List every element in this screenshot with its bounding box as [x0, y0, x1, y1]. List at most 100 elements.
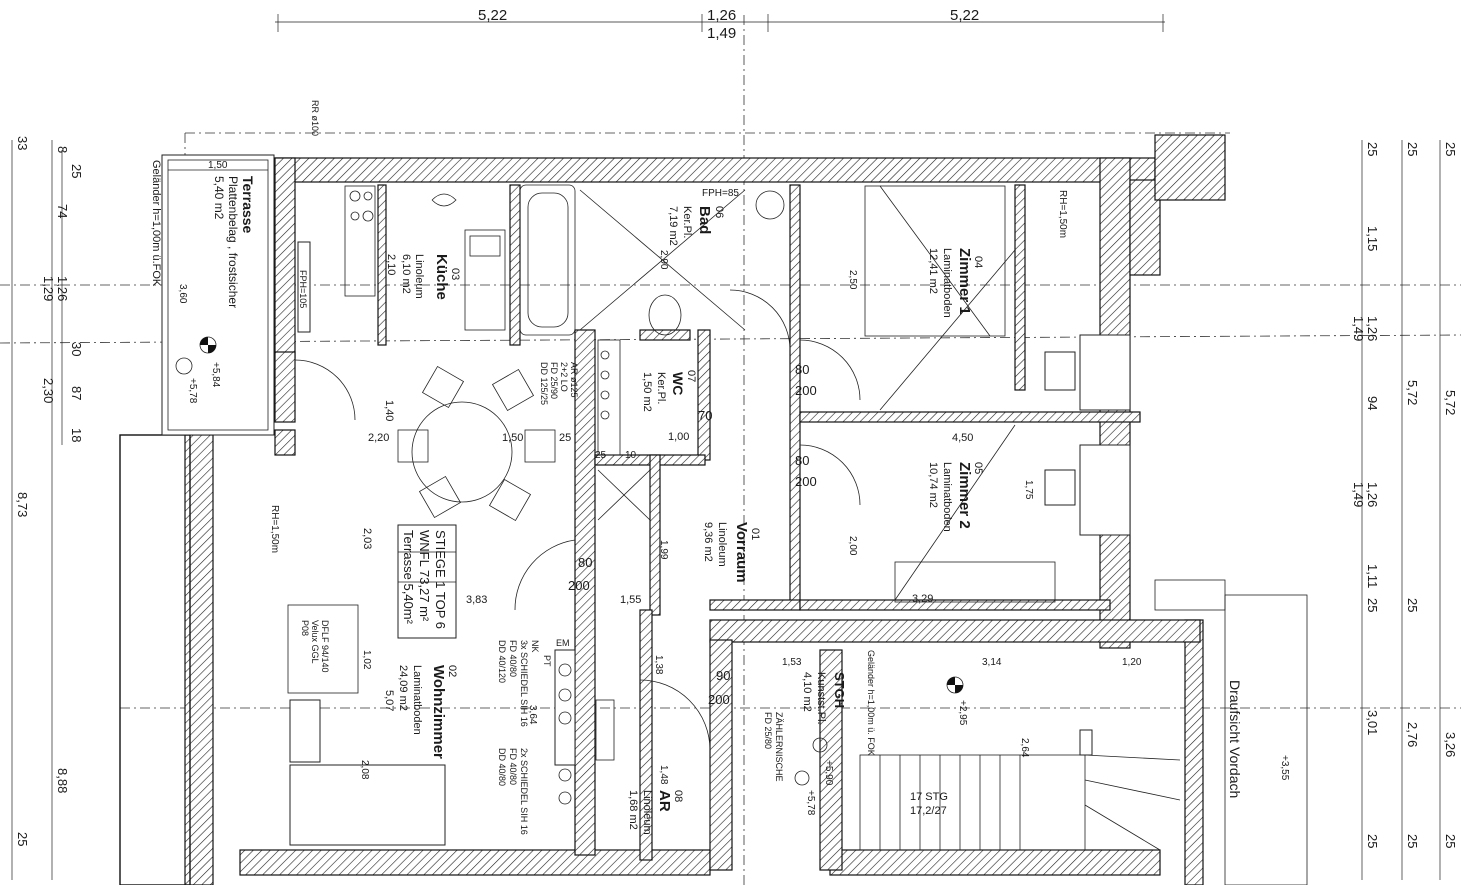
- dim-right-a-6: 1,49: [1351, 482, 1366, 507]
- kueche-title: Küche: [433, 254, 450, 300]
- d-138: 1,38: [653, 655, 664, 675]
- dflf-label: DFLF 94/140: [320, 620, 330, 673]
- left-dimension-chain: 33 8 25 74 1,26 1,29 30 2,30 87 18 8,73 …: [11, 136, 84, 880]
- room-vorraum: 01 Vorraum Linoleum 9,36 m2 1,99 1,00 70: [597, 408, 761, 583]
- d-220: 2,20: [368, 432, 389, 444]
- ar-title: AR: [656, 790, 673, 812]
- d-102: 1,02: [361, 650, 372, 670]
- draufsicht-label: Draufsicht Vordach: [1227, 680, 1243, 798]
- dim-right-a-0: 25: [1365, 142, 1380, 156]
- dim-left-9: 18: [69, 428, 84, 442]
- dim-left-5: 1,29: [41, 276, 56, 301]
- d-120: 1,20: [1122, 657, 1142, 668]
- gelaender-label: Geländer h=1,00m ü.FOK: [150, 160, 162, 287]
- door-z2-200: 200: [795, 474, 817, 489]
- ar-spec: AR ø125: [569, 362, 579, 398]
- dim-right-c-0: 25: [1443, 142, 1458, 156]
- room-wc: 07 WC Ker.Pl. 1,50 m2 AR ø125 2+2 LO FD …: [539, 339, 697, 456]
- terrasse-title: Terrasse: [240, 176, 256, 234]
- z1-mat: Laminatboden: [941, 248, 953, 318]
- bad-area: 7,19 m2: [667, 206, 679, 246]
- stgh-fd: FD 25/80: [763, 712, 773, 749]
- kitchen: 03 Küche Linoleum 6,10 m2 2,10 FPH=105: [297, 185, 506, 333]
- lvl-578: +5,78: [187, 378, 198, 404]
- kueche-no: 03: [449, 268, 461, 280]
- lvl-578b: +5,78: [805, 790, 816, 816]
- z1-no: 04: [972, 256, 984, 268]
- ar-mat: Linoleum: [641, 790, 653, 835]
- wz-area: 24,09 m2: [397, 665, 409, 711]
- ar-no: 08: [672, 790, 684, 802]
- d-450: 4,50: [952, 432, 973, 444]
- door-stgh-90: 90: [716, 668, 730, 683]
- d-203: 2,03: [361, 528, 373, 549]
- rh-label-2: RH=1,50m: [269, 505, 280, 553]
- d-200: 200: [568, 578, 590, 593]
- bathroom: 06 Bad Ker.Pl. 7,19 m2 FPH=85: [519, 184, 785, 336]
- wc-no: 07: [685, 370, 697, 382]
- nk6-label: FD 40/80: [508, 748, 518, 785]
- terr-area2-label: Terrasse 5,40m²: [401, 530, 416, 625]
- room-zimmer-2: 05 Zimmer 2 Laminatboden 10,74 m2 4,50 3…: [847, 424, 1131, 605]
- wc-mat: Ker.Pl.: [655, 372, 667, 404]
- dim-left-12: 25: [15, 832, 30, 846]
- fph105-label: FPH=105: [298, 270, 308, 308]
- room-wohnzimmer: STIEGE 1 TOP 6 WNFL 73,27 m² Terrasse 5,…: [269, 365, 641, 846]
- d-70: 70: [698, 408, 712, 423]
- ar-spec2: 2+2 LO: [559, 362, 569, 392]
- ar-spec3: FD 25/90: [549, 362, 559, 399]
- z1-area: 12,41 m2: [927, 248, 939, 294]
- d-155: 1,55: [620, 594, 641, 606]
- room-stiegenhaus: STGH Kunstst.Pl. 4,10 m2 Geländer h=1,00…: [763, 579, 1308, 885]
- dim-right-b-1: 5,72: [1405, 380, 1420, 405]
- d-100: 1,00: [668, 431, 689, 443]
- d-208: 2,08: [359, 760, 370, 780]
- d-10-wc: 10: [625, 450, 637, 461]
- nk7-label: DD 40/80: [497, 748, 507, 786]
- p08-label: P08: [300, 620, 310, 636]
- dim-left-3: 74: [55, 204, 70, 218]
- z1-title: Zimmer 1: [956, 248, 973, 315]
- rh150-label: RH=1,50m: [1057, 190, 1068, 238]
- dim-right-a-7: 1,11: [1365, 564, 1380, 588]
- dim-right-a-8: 25: [1365, 598, 1380, 612]
- em-label: EM: [556, 638, 570, 648]
- dim-top-left: 5,22: [478, 7, 507, 24]
- z2-mat: Laminatboden: [941, 462, 953, 532]
- dim-left-11: 8,88: [55, 768, 70, 793]
- stgh-area: 4,10 m2: [801, 672, 813, 712]
- nk-label: NK: [530, 640, 540, 653]
- z2-area: 10,74 m2: [927, 462, 939, 508]
- d-25-wc: 25: [595, 450, 607, 461]
- terrasse-area: 5,40 m2: [212, 176, 226, 220]
- dim-right-a-3: 1,49: [1351, 316, 1366, 341]
- wz-mat: Laminatboden: [411, 665, 423, 735]
- wz-507: 5,07: [383, 690, 395, 711]
- kueche-210: 2,10: [385, 254, 397, 275]
- d-364: 3,64: [527, 705, 538, 725]
- stgh-mat: Kunstst.Pl.: [815, 672, 827, 725]
- dim-right-b-0: 25: [1405, 142, 1420, 156]
- lvl-590: +5,90: [823, 760, 834, 786]
- d-148: 1,48: [658, 765, 669, 785]
- stiege-label: STIEGE 1 TOP 6: [433, 530, 448, 629]
- nk4-label: DD 40/120: [497, 640, 507, 683]
- z2-title: Zimmer 2: [956, 462, 973, 529]
- bad-title: Bad: [696, 206, 713, 234]
- d-314: 3,14: [982, 657, 1002, 668]
- rr-label: RR ø100: [310, 100, 320, 136]
- dim-top-mid-a: 1,26: [707, 7, 736, 24]
- dim-right-b-2: 25: [1405, 598, 1420, 612]
- d-150: 1,50: [502, 432, 523, 444]
- dim-right-a-1: 1,15: [1365, 226, 1380, 251]
- dim-left-10: 8,73: [15, 492, 30, 517]
- d-140: 1,40: [383, 400, 395, 421]
- vr-title: Vorraum: [733, 522, 750, 583]
- ar-area: 1,68 m2: [627, 790, 639, 830]
- d-153: 1,53: [782, 657, 802, 668]
- stgh-gel: Geländer h=1,00m ü. FOK: [866, 650, 876, 756]
- door-z1-80: 80: [795, 362, 809, 377]
- bad-mat: Ker.Pl.: [681, 206, 693, 238]
- d-200b: 2,00: [847, 536, 858, 556]
